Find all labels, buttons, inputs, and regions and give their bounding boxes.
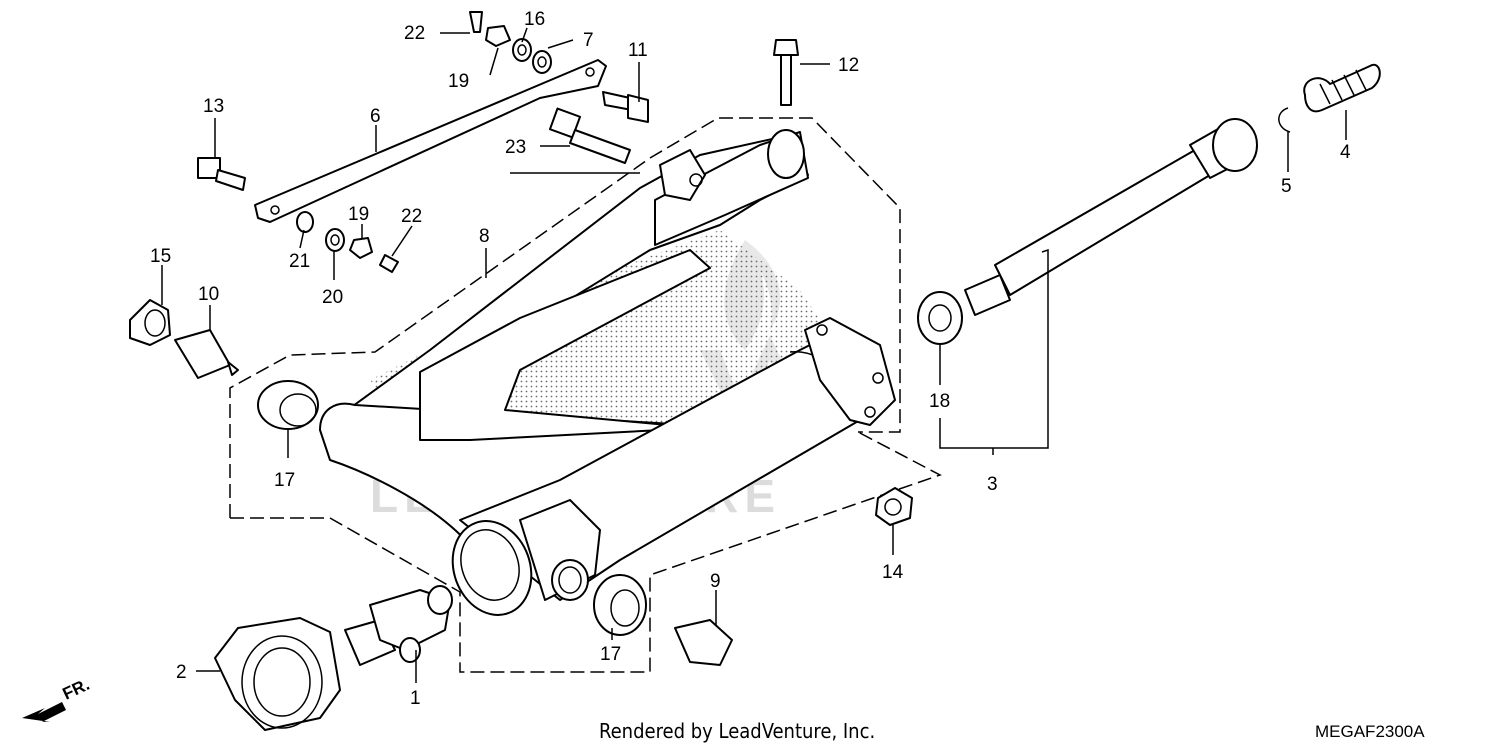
- callout-13: 13: [203, 96, 224, 117]
- callout-18: 18: [929, 391, 950, 412]
- callout-14: 14: [882, 562, 904, 583]
- callout-19a: 19: [448, 71, 469, 92]
- callout-3: 3: [987, 474, 998, 495]
- part-3-driveshaft: [964, 118, 1258, 316]
- part-1-ujoint: [344, 585, 453, 666]
- part-6-rod: [254, 59, 607, 223]
- callout-11: 11: [628, 40, 648, 61]
- part-2-boot: [214, 617, 341, 731]
- callout-8: 8: [479, 226, 490, 247]
- callout-23: 23: [505, 137, 526, 158]
- callout-17a: 17: [274, 470, 295, 491]
- callout-12: 12: [838, 55, 859, 76]
- callout-22a: 22: [404, 23, 425, 44]
- callout-21: 21: [289, 251, 310, 272]
- callout-5: 5: [1281, 176, 1292, 197]
- callout-7: 7: [583, 30, 594, 51]
- front-direction-arrow: FR.: [22, 675, 93, 722]
- callout-9: 9: [710, 571, 721, 592]
- hardware: [129, 11, 1381, 666]
- swingarm: [319, 129, 896, 616]
- callout-20: 20: [322, 287, 343, 308]
- callout-17b: 17: [600, 644, 621, 665]
- callout-16: 16: [524, 9, 545, 30]
- callout-22b: 22: [401, 206, 422, 227]
- rendered-by-credit: Rendered by LeadVenture, Inc.: [599, 719, 875, 743]
- callout-10: 10: [198, 284, 219, 305]
- callout-labels: 22 16 7 19 11 12 13 6 23 19 22 21 20 8 1…: [150, 9, 1351, 709]
- callout-2: 2: [176, 662, 187, 683]
- callout-4: 4: [1340, 142, 1351, 163]
- diagram-code: MEGAF2300A: [1315, 722, 1425, 741]
- leader-lines: [161, 27, 1347, 683]
- fr-label: FR.: [60, 675, 93, 704]
- callout-15: 15: [150, 246, 171, 267]
- callout-19b: 19: [348, 204, 369, 225]
- callout-1: 1: [410, 688, 421, 709]
- callout-6: 6: [370, 106, 381, 127]
